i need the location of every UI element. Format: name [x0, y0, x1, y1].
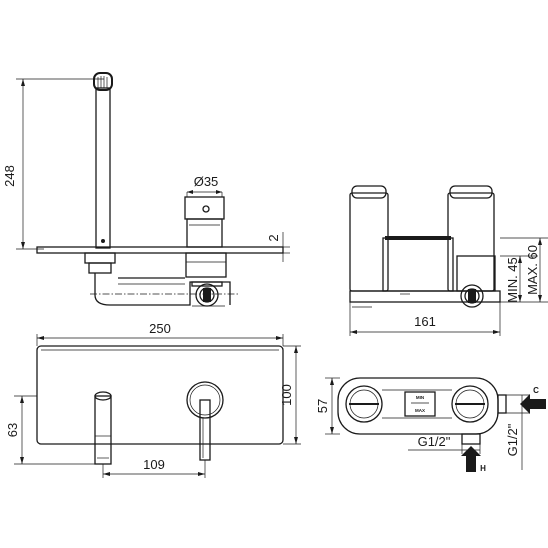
dim-min: MIN. 45	[505, 257, 520, 303]
body-center	[382, 237, 454, 292]
dim-248: 248	[2, 165, 17, 187]
body-left-column	[349, 192, 389, 292]
dim-g12-right: G1/2"	[505, 423, 520, 456]
dim-max: MAX. 60	[525, 245, 540, 295]
dim-63: 63	[5, 423, 20, 437]
dim-plate-thickness: 2	[266, 234, 281, 241]
hot-label: H	[480, 464, 486, 473]
spout-mount	[84, 252, 116, 264]
hot-inlet-stub	[461, 433, 481, 445]
spout-tube	[95, 87, 111, 249]
lever-body	[186, 218, 223, 248]
lever-cap	[184, 196, 225, 220]
lever-handle	[199, 399, 211, 461]
port-right	[451, 385, 489, 423]
cold-inlet-stub	[497, 394, 507, 414]
lever-rosette	[186, 381, 224, 419]
dim-g12-bottom: G1/2"	[418, 434, 451, 449]
cold-label: C	[533, 386, 539, 395]
min-label: MIN	[416, 395, 424, 400]
dim-lever-diameter: Ø35	[194, 174, 219, 189]
min-max-block	[404, 391, 436, 417]
dim-100: 100	[279, 384, 294, 406]
max-label: MAX	[415, 408, 425, 413]
dim-57: 57	[315, 399, 330, 413]
side-view	[16, 72, 290, 307]
cartridge-housing	[185, 252, 227, 278]
port-left	[345, 385, 383, 423]
end-view	[349, 185, 548, 336]
wall-plate-front	[36, 345, 284, 445]
wall-plate-side	[36, 246, 284, 254]
body-base	[349, 290, 501, 303]
cold-arrow-icon	[520, 394, 546, 414]
body-right-column	[447, 192, 495, 292]
dim-250: 250	[149, 321, 171, 336]
top-view: MIN MAX	[325, 377, 546, 472]
hot-arrow-icon	[461, 446, 481, 472]
spout-front	[94, 395, 112, 465]
dim-161: 161	[414, 314, 436, 329]
spout-outlet	[93, 72, 113, 91]
dim-109: 109	[143, 457, 165, 472]
front-view	[14, 334, 301, 478]
